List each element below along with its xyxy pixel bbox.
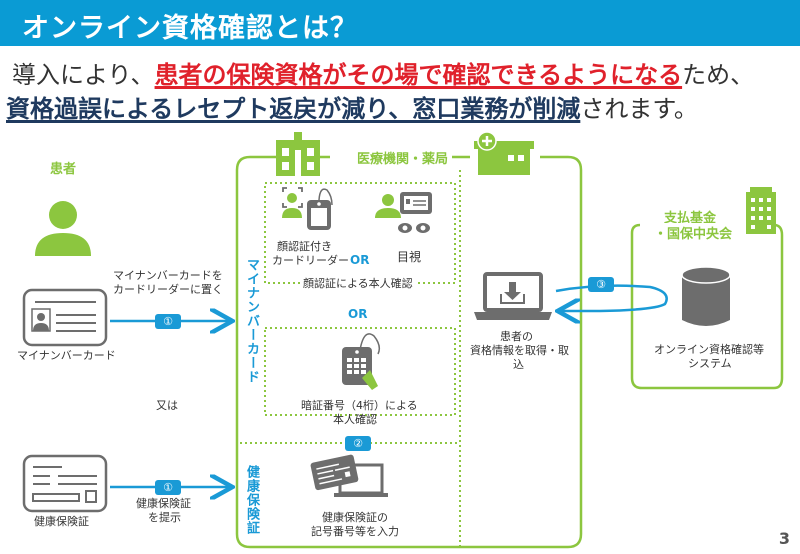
step-1-badge-insurance: ① — [155, 480, 181, 495]
title-bar — [0, 0, 800, 46]
page-number: 3 — [778, 529, 790, 548]
fund-label-line2: ・国保中央会 — [652, 223, 735, 242]
step-3-badge: ③ — [588, 277, 614, 292]
face-reader-icon — [282, 187, 333, 230]
patient-label: 患者 — [50, 162, 77, 177]
or-label-pin: OR — [348, 307, 368, 321]
insurance-action-line2: を提示 — [148, 511, 181, 524]
step-1-badge-mynumber: ① — [155, 314, 181, 329]
laptop-download-icon — [474, 272, 552, 320]
step-2-badge: ② — [345, 436, 371, 451]
fund-building-icon — [746, 187, 776, 234]
headline-line-1: 導入により、患者の保険資格がその場で確認できるようになるため、 — [12, 58, 800, 92]
patient-person-icon — [35, 201, 91, 256]
retrieve-caption-line3: 込 — [513, 358, 524, 371]
retrieve-caption-line1: 患者の — [500, 330, 533, 343]
headline-emphasis-red: 患者の保険資格がその場で確認できるようになる — [154, 61, 683, 89]
fund-label-line1: 支払基金 — [664, 211, 717, 226]
system-caption-line1: オンライン資格確認等 — [654, 343, 764, 356]
retrieve-caption-line2: 資格情報を取得・取 — [470, 344, 569, 357]
mynumber-card-label: マイナンバーカード — [17, 349, 116, 362]
card-laptop-icon — [310, 454, 388, 497]
facility-label: 医療機関・薬局 — [353, 148, 453, 167]
pin-caption-line1: 暗証番号（4桁）による — [298, 399, 421, 413]
or-text: 又は — [156, 399, 178, 412]
or-label-face: OR — [350, 253, 370, 267]
system-caption-line2: システム — [688, 357, 732, 370]
headline-suffix-2: されます。 — [580, 95, 698, 123]
mynumber-section-label: マイナンバーカード — [244, 258, 259, 384]
headline-prefix: 導入により、 — [12, 61, 155, 89]
facility-frame — [235, 155, 583, 549]
pin-caption-line2: 本人確認 — [333, 413, 377, 426]
pin-pad-icon — [342, 333, 381, 390]
face-auth-caption: 顔認証による本人確認 — [300, 277, 416, 291]
database-icon — [681, 266, 731, 326]
fund-frame — [630, 223, 784, 390]
headline-line-2: 資格過誤によるレセプト返戻が減り、窓口業務が削減されます。 — [6, 92, 800, 126]
mynumber-action-line1: マイナンバーカードを — [113, 269, 223, 282]
pharmacy-icon — [474, 131, 534, 175]
visual-check-icon — [375, 192, 432, 233]
visual-check-label: 目視 — [397, 250, 422, 264]
insurance-card-icon — [22, 454, 108, 513]
pin-auth-box — [264, 327, 456, 416]
face-reader-label-line2: カードリーダー — [272, 254, 349, 267]
page-title: オンライン資格確認とは？ — [22, 13, 358, 44]
insurance-section-label: 健康保険証 — [244, 465, 259, 535]
headline-suffix: ため、 — [682, 61, 755, 89]
insurance-input-caption-line2: 記号番号等を入力 — [311, 525, 399, 538]
mynumber-action-line2: カードリーダーに置く — [113, 283, 223, 296]
insurance-action-line1: 健康保険証 — [136, 497, 191, 510]
insurance-input-caption-line1: 健康保険証の — [322, 511, 388, 524]
insurance-card-label: 健康保険証 — [34, 515, 89, 528]
headline-emphasis-navy: 資格過誤によるレセプト返戻が減り、窓口業務が削減 — [6, 95, 581, 123]
hospital-icon — [276, 132, 320, 176]
face-reader-label-line1: 顔認証付き — [277, 240, 332, 253]
mynumber-card-icon — [22, 288, 108, 347]
